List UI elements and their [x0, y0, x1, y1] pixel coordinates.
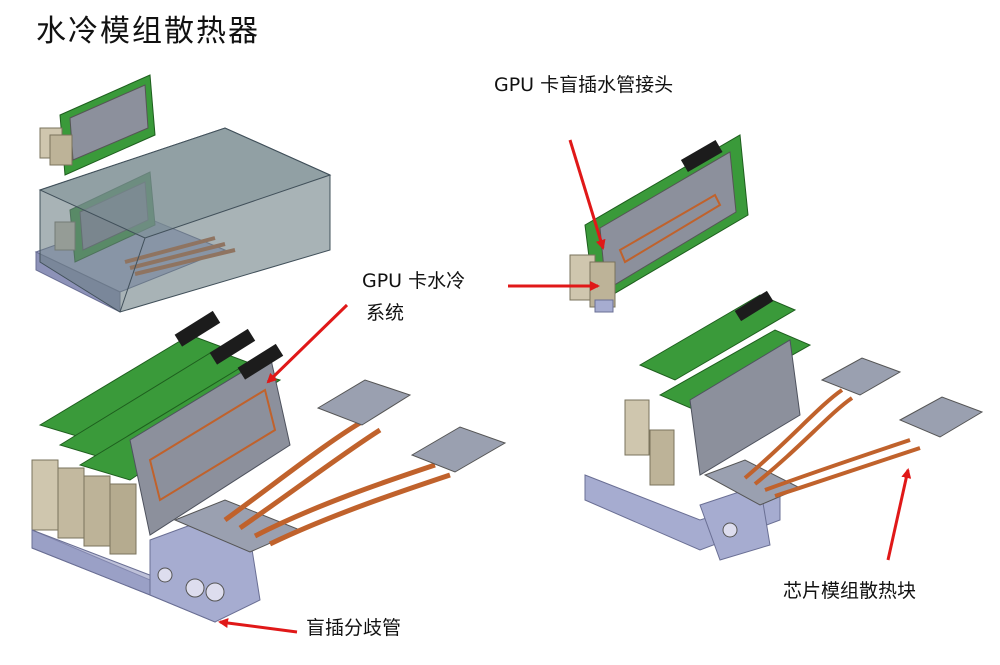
page-title: 水冷模组散热器: [36, 14, 260, 49]
label-gpu-connector: GPU 卡盲插水管接头: [494, 74, 674, 96]
arrow-gpu-system: [266, 303, 349, 384]
label-gpu-system-line1: GPU 卡水冷: [362, 270, 466, 292]
arrow-manifold: [218, 618, 298, 634]
floating-gpu-module: [39, 74, 156, 176]
arrow-chip-block: [886, 468, 912, 561]
gpu-card-module: [569, 134, 749, 313]
enclosure-assembly: [34, 74, 332, 313]
label-chip-block: 芯片模组散热块: [783, 580, 917, 602]
gpu-water-cooling-system: [31, 310, 507, 623]
chip-module-system: [584, 290, 984, 561]
arrow-gpu-connector: [568, 139, 606, 250]
label-gpu-system-line2: 系统: [366, 302, 405, 324]
label-manifold: 盲插分歧管: [306, 617, 402, 639]
